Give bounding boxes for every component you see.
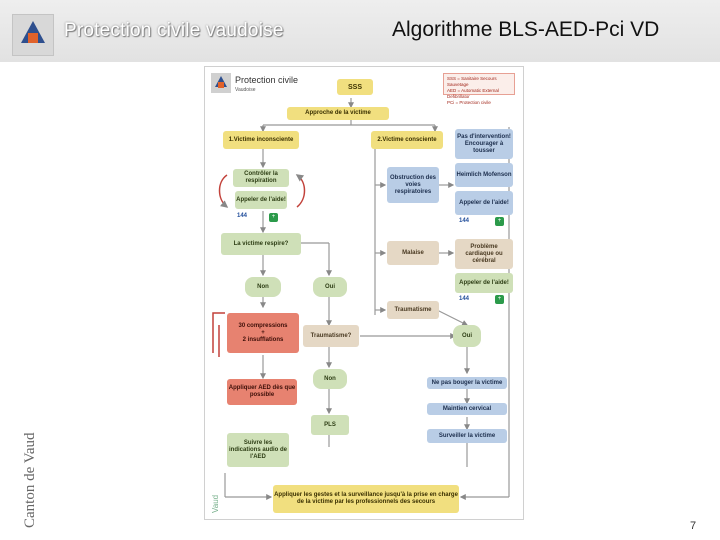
node-ne-pas-bouger: Ne pas bouger la victime bbox=[427, 377, 507, 389]
slide-title: Algorithme BLS-AED-Pci VD bbox=[392, 18, 660, 41]
logo-square bbox=[28, 33, 38, 43]
protection-civile-logo-icon bbox=[12, 14, 54, 56]
flowchart-connectors bbox=[212, 98, 510, 500]
node-malaise: Malaise bbox=[387, 241, 439, 265]
bls-aed-flowchart: Protection civile Vaudoise SSS = Sanitai… bbox=[204, 66, 524, 520]
doc-logo-subtitle: Vaudoise bbox=[235, 87, 256, 93]
node-pas-intervention: Pas d'intervention! Encourager à tousser bbox=[455, 129, 513, 159]
logo-triangle bbox=[21, 21, 45, 43]
emergency-144-icon-3: 144 bbox=[459, 296, 470, 302]
doc-logo-icon bbox=[211, 73, 231, 93]
node-compressions: 30 compressions + 2 insufflations bbox=[227, 313, 299, 353]
page-number: 7 bbox=[690, 520, 697, 532]
node-victime-consciente: 2.Victime consciente bbox=[371, 131, 443, 149]
node-appliquer-aed: Appliquer AED dès que possible bbox=[227, 379, 297, 405]
node-controler-respiration: Contrôler la respiration bbox=[233, 169, 289, 187]
emergency-144-icon-2: 144 bbox=[459, 218, 470, 224]
doc-logo: Protection civile Vaudoise bbox=[211, 73, 298, 99]
node-pls: PLS bbox=[311, 415, 349, 435]
node-approche: Approche de la victime bbox=[287, 107, 389, 120]
node-probleme-cardiaque: Problème cardiaque ou cérébral bbox=[455, 239, 513, 269]
abbreviation-legend: SSS = Sanitaire Secours Sauvetage AED = … bbox=[443, 73, 515, 105]
brand-name: Protection civile vaudoise bbox=[64, 20, 284, 41]
emergency-144-icon: 144 bbox=[237, 213, 248, 219]
node-victime-respire: La victime respire? bbox=[221, 233, 301, 255]
node-traumatisme-question: Traumatisme? bbox=[303, 325, 359, 347]
node-suivre-aed: Suivre les indications audio de l'AED bbox=[227, 433, 289, 467]
node-traumatisme: Traumatisme bbox=[387, 301, 439, 319]
node-appeler-aide-3: Appeler de l'aide! bbox=[455, 273, 513, 293]
slide-header: Protection civile vaudoise Algorithme BL… bbox=[0, 0, 720, 62]
node-non-1: Non bbox=[245, 277, 281, 297]
node-maintien-cervical: Maintien cervical bbox=[427, 403, 507, 415]
aed-icon-2: + bbox=[495, 217, 504, 226]
node-sss: SSS bbox=[337, 79, 373, 95]
node-appeler-aide-1: Appeler de l'aide! bbox=[235, 191, 287, 209]
node-oui-1: Oui bbox=[313, 277, 347, 297]
doc-vaud-mark: Vaud bbox=[211, 494, 220, 513]
node-appeler-aide-2: Appeler de l'aide! bbox=[455, 191, 513, 215]
canton-vaud-logo: Canton de Vaud bbox=[16, 432, 44, 528]
node-non-2: Non bbox=[313, 369, 347, 389]
node-victime-inconsciente: 1.Victime inconsciente bbox=[223, 131, 299, 149]
doc-logo-title: Protection civile bbox=[235, 75, 299, 85]
aed-icon-3: + bbox=[495, 295, 504, 304]
node-obstruction: Obstruction des voies respiratoires bbox=[387, 167, 439, 203]
aed-icon: + bbox=[269, 213, 278, 222]
node-surveiller: Surveiller la victime bbox=[427, 429, 507, 443]
node-final-instruction: Appliquer les gestes et la surveillance … bbox=[273, 485, 459, 513]
canton-vaud-text: Canton de Vaud bbox=[22, 432, 38, 528]
node-oui-2: Oui bbox=[453, 325, 481, 347]
node-heimlich: Heimlich Mofenson bbox=[455, 163, 513, 187]
